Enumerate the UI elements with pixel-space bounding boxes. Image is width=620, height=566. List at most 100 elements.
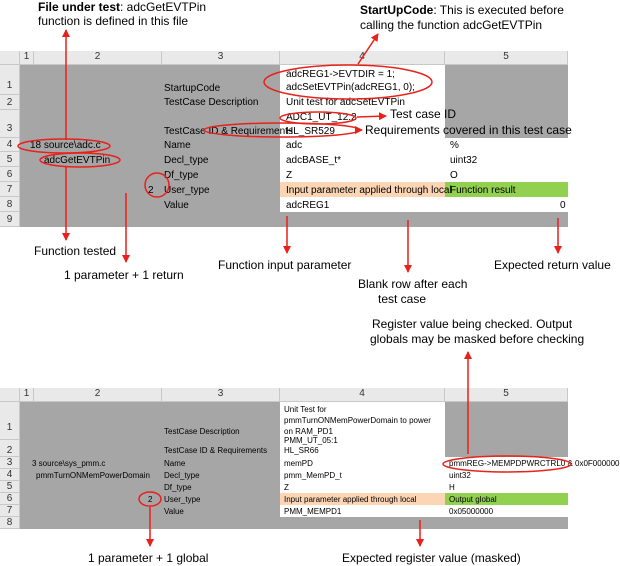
testcase-description-label[interactable]: TestCase Description [164,97,259,108]
register-note-1: Register value being checked. Output [372,317,573,331]
file-under-test-note: File under test: adcGetEVTPin [38,0,206,14]
sheet2-desc-line3[interactable]: on RAM_PD1 [284,427,333,436]
df-type-return[interactable]: O [450,170,458,181]
startup-text: : This is executed before [433,3,564,17]
row-header-7[interactable]: 7 [0,182,20,197]
sheet2-name-return[interactable]: pmmREG->MEMPDPWRCTRL0 & 0x0F000000 [449,459,620,468]
sheet2-value-value[interactable]: PMM_MEMPD1 [284,507,342,516]
startup-code-ellipse [263,64,433,100]
user-type-value[interactable]: Input parameter applied through local [286,185,452,196]
sheet2-row-header-7[interactable]: 7 [0,505,20,517]
startup-code-line2[interactable]: adcSetEVTPin(adcREG1, 0); [286,82,415,93]
register-note-2: globals may be masked before checking [370,332,585,346]
sheet2-row-header-3[interactable]: 3 [0,457,20,469]
testcase-id-req-label[interactable]: TestCase ID & Requirements [164,126,293,137]
param-count-ellipse [144,172,170,198]
params-return-note: 1 parameter + 1 return [64,268,184,282]
sheet2-df-label[interactable]: Df_type [164,483,192,492]
row-header-4[interactable]: 4 [0,138,20,152]
sheet2-file-value[interactable]: 3 source\sys_pmm.c [32,459,106,468]
sheet2-col-header-4[interactable]: 4 [280,388,445,402]
annotation-overlay [17,29,572,547]
file-value[interactable]: 18 source\adc.c [30,140,101,151]
decl-type-return[interactable]: uint32 [450,155,478,166]
testcase-description-value[interactable]: Unit test for adcSetEVTPin [286,97,405,108]
sheet2-decl-return[interactable]: uint32 [449,471,471,480]
sheet2-user-type-return[interactable]: Output global [449,495,497,504]
row-header-1[interactable]: 1 [0,65,20,95]
name-label[interactable]: Name [164,140,191,151]
sheet2-df-value[interactable]: Z [284,483,289,492]
expected-register-note: Expected register value (masked) [342,551,521,565]
name-return[interactable]: % [450,140,459,151]
col-header-5[interactable]: 5 [445,51,568,65]
df-type-value[interactable]: Z [286,170,293,181]
function-value[interactable]: adcGetEVTPin [44,155,111,166]
sheet2-desc-line2[interactable]: pmmTurnONMemPowerDomain to power [284,416,431,425]
sheet2-value-return[interactable]: 0x05000000 [449,507,494,516]
sheet2-row-header-2[interactable]: 2 [0,440,20,457]
decl-type-value[interactable]: adcBASE_t* [286,155,342,166]
row-header-6[interactable]: 6 [0,167,20,182]
sheet2-row-header-8[interactable]: 8 [0,517,20,529]
param-count[interactable]: 2 [148,185,154,196]
sheet1-result-cell [445,182,568,197]
row-header-3[interactable]: 3 [0,110,20,138]
name-value[interactable]: adc [286,140,303,151]
col-header-1[interactable]: 1 [20,51,34,65]
sheet2-desc-line1[interactable]: Unit Test for [284,405,327,414]
sheet2-result-cell [445,493,568,505]
sheet2-desc-label[interactable]: TestCase Description [164,427,240,436]
sheet2-row-header-1[interactable]: 1 [0,402,20,440]
sheet2-df-return[interactable]: H [449,483,455,492]
sheet2-id-value[interactable]: PMM_UT_05:1 [284,436,338,445]
value-return[interactable]: 0 [560,200,566,211]
sheet2-param-count-ellipse [138,491,162,507]
sheet2-name-label[interactable]: Name [164,459,186,468]
sheet2-req-value[interactable]: HL_SR66 [284,446,319,455]
row-header-9[interactable]: 9 [0,212,20,227]
sheet2-value-row-white [280,505,568,517]
testcase-id-ellipse [279,111,357,125]
sheet2-value-label[interactable]: Value [164,507,184,516]
user-type-label[interactable]: User_type [164,185,210,196]
sheet-corner [0,51,20,65]
sheet2-corner [0,388,20,402]
col-header-3[interactable]: 3 [162,51,280,65]
testcase-id-arrow [356,112,387,121]
startup-label[interactable]: StartupCode [164,83,221,94]
sheet2-col-header-5[interactable]: 5 [445,388,568,402]
row-header-2[interactable]: 2 [0,95,20,110]
value-value[interactable]: adcREG1 [286,200,330,211]
requirements-ellipse [203,122,361,138]
value-label[interactable]: Value [164,200,189,211]
startup-title: StartUpCode [360,3,434,17]
sheet2-user-type-label[interactable]: User_type [164,495,201,504]
sheet2-decl-value[interactable]: pmm_MemPD_t [284,471,342,480]
sheet2-function-value[interactable]: pmmTurnONMemPowerDomain [36,471,150,480]
sheet2-col4-white [280,402,445,493]
sheet1-col5-white [445,138,568,182]
requirements-note: Requirements covered in this test case [365,123,572,137]
sheet2-row-header-4[interactable]: 4 [0,469,20,481]
sheet2-col-header-3[interactable]: 3 [162,388,280,402]
row-header-5[interactable]: 5 [0,152,20,167]
startup-code-line1[interactable]: adcREG1->EVTDIR = 1; [286,69,395,80]
sheet2-user-type-value[interactable]: Input parameter applied through local [284,495,417,504]
df-type-label[interactable]: Df_type [164,170,199,181]
sheet2-param-count[interactable]: 2 [148,495,153,504]
sheet2-row-header-5[interactable]: 5 [0,481,20,493]
sheet2-name-value[interactable]: memPD [284,459,313,468]
user-type-return[interactable]: Function result [450,185,516,196]
sheet2-col-header-1[interactable]: 1 [20,388,34,402]
row-header-8[interactable]: 8 [0,197,20,212]
sheet2-id-req-label[interactable]: TestCase ID & Requirements [164,446,268,455]
testcase-id-value[interactable]: ADC1_UT_12:2 [286,112,357,123]
sheet2-user-type-cell [280,493,445,505]
sheet2-row-header-6[interactable]: 6 [0,493,20,505]
sheet2-decl-label[interactable]: Decl_type [164,471,200,480]
sheet2-col-header-2[interactable]: 2 [34,388,162,402]
file-under-test-title: File under test [38,0,121,14]
decl-type-label[interactable]: Decl_type [164,155,209,166]
requirements-value[interactable]: HL_SR529 [286,126,335,137]
